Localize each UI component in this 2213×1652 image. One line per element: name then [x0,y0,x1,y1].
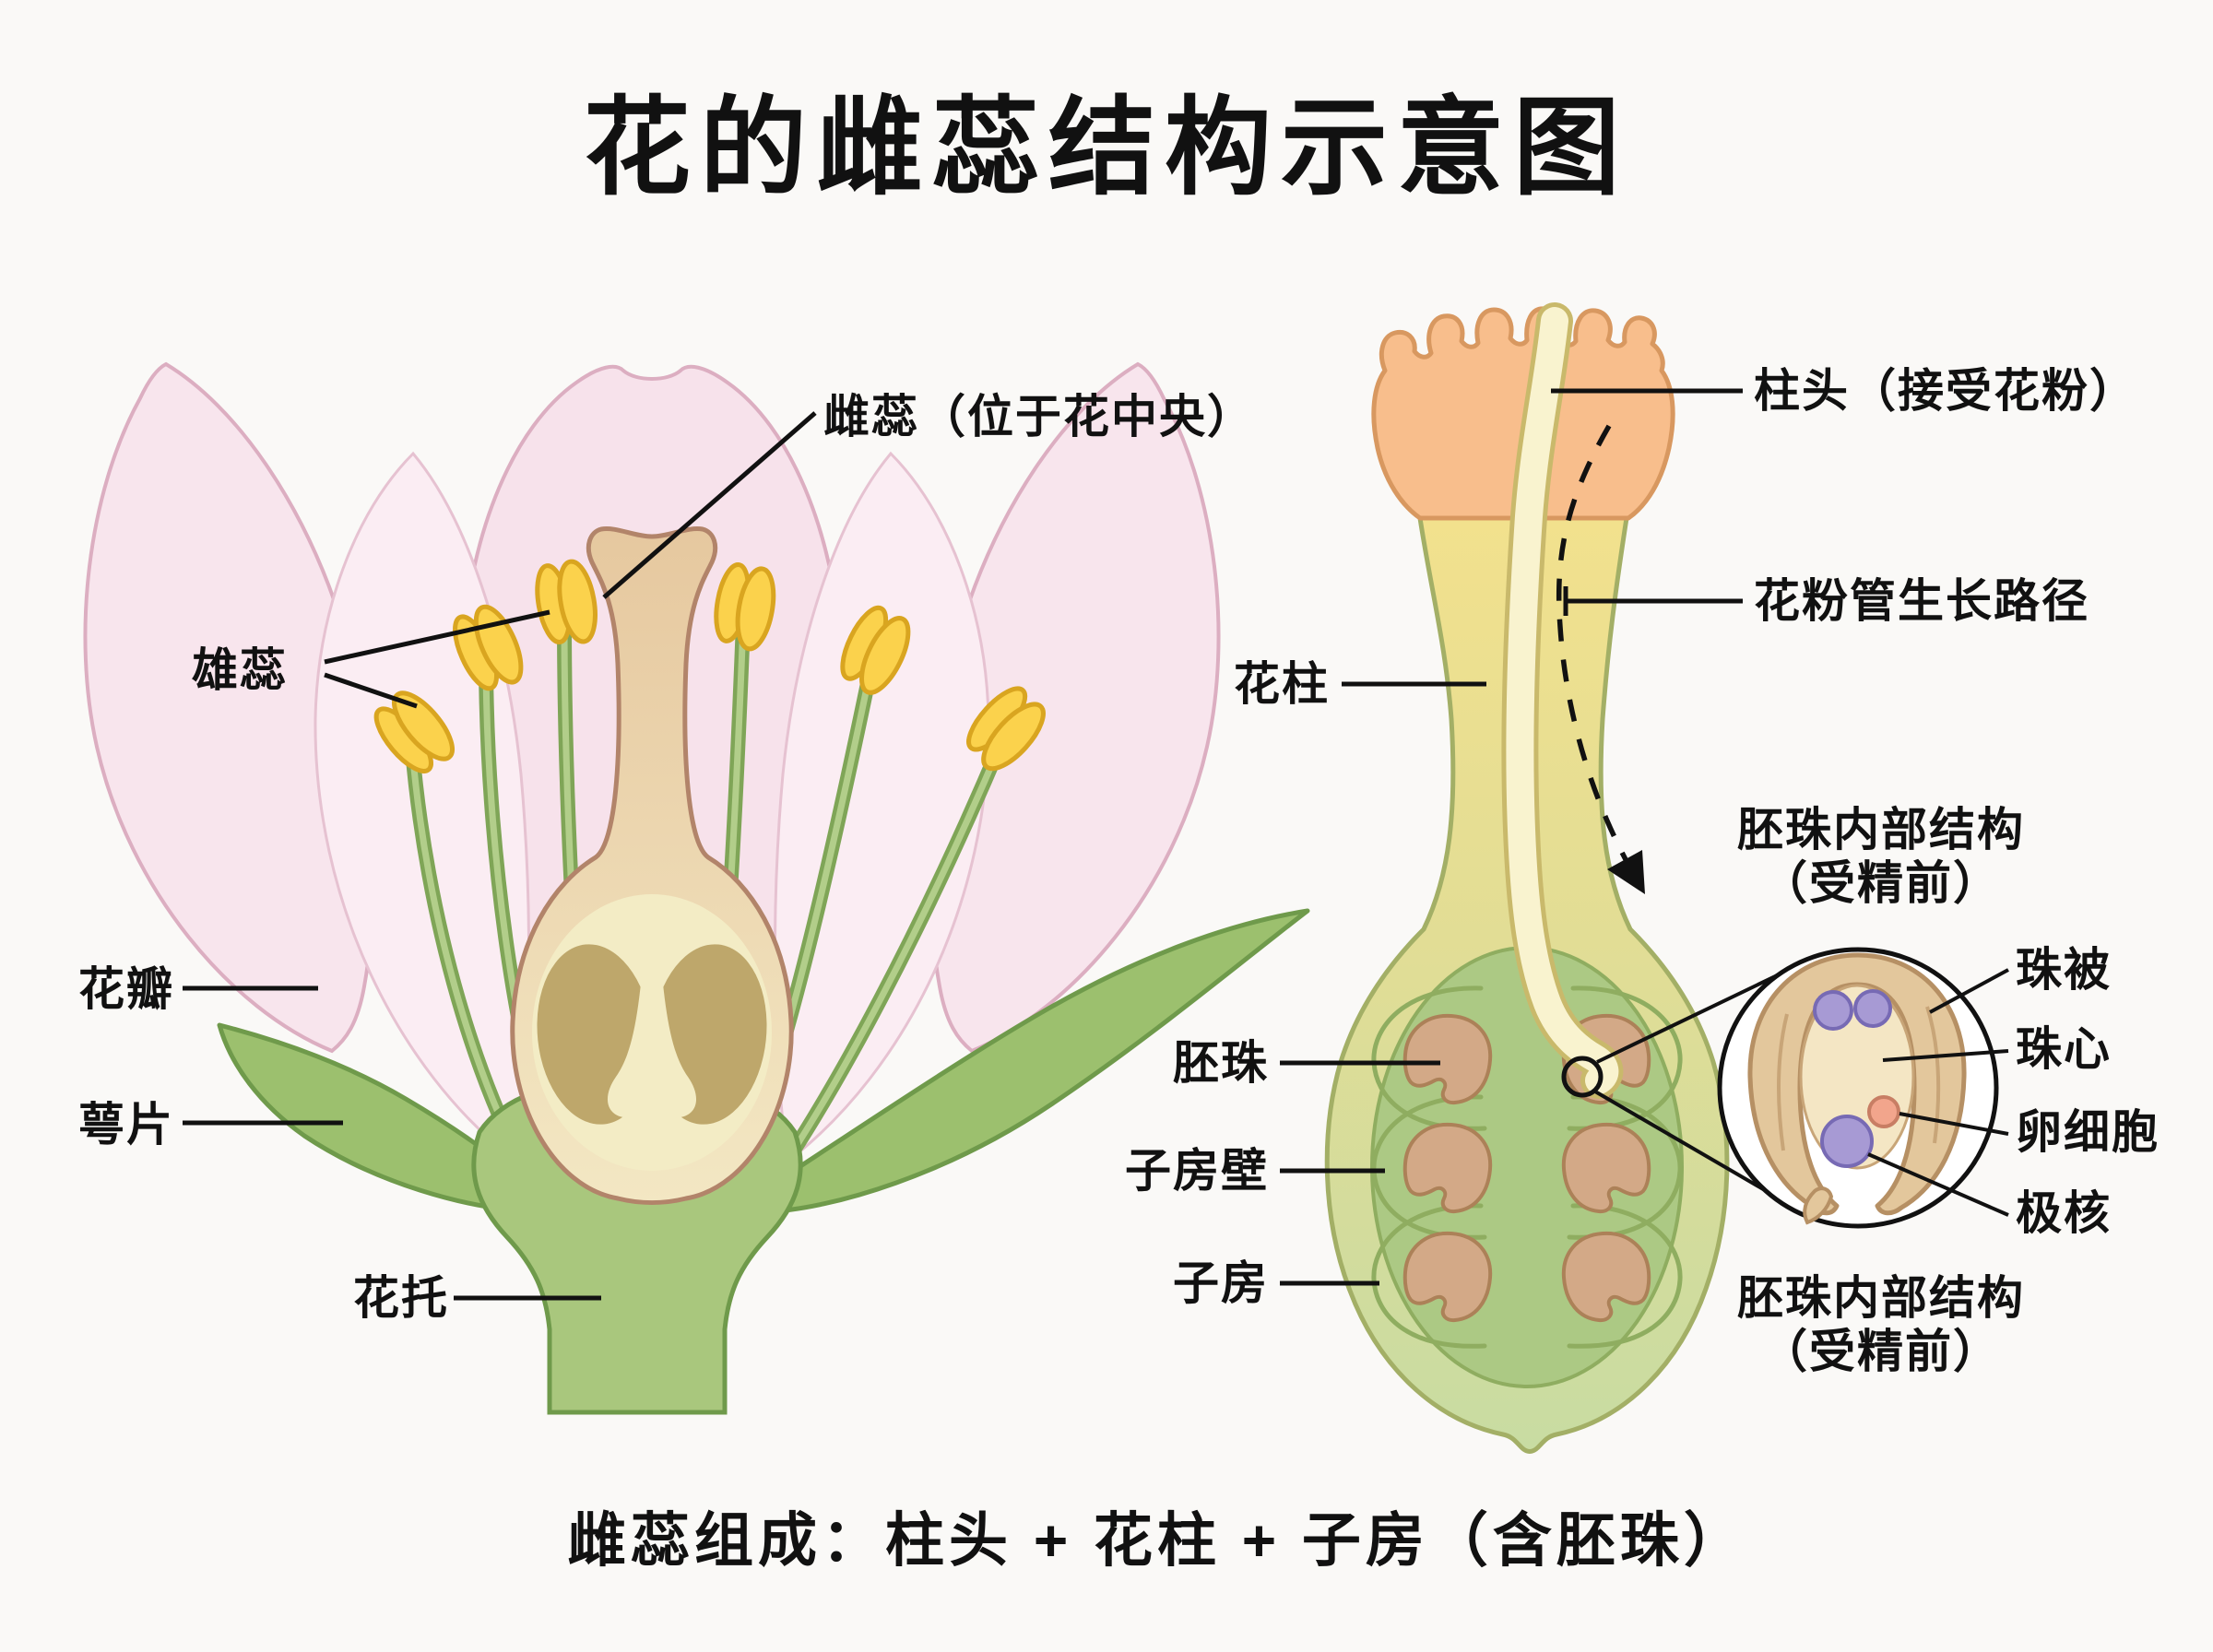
ovule-label: 胚珠 [1173,1037,1269,1089]
pistil-enlarged [1280,302,1743,1454]
pistil-label-lines [1280,388,1743,1286]
petal-inner-right [773,451,990,1164]
style-label: 花柱 [1234,658,1330,710]
ovary-label: 子房 [1173,1257,1269,1309]
inset-label-lines [1867,968,2009,1217]
antipodal-cell-right [1853,989,1892,1028]
inset-caption-line2: （受精前） [1761,1326,2001,1377]
antipodal-cell-left [1813,990,1853,1031]
petal-label: 花瓣 [78,963,174,1015]
flower-label-lines [183,411,817,1301]
egg-cell-label: 卵细胞 [2016,1106,2160,1158]
flower-cross-section [83,361,1310,1415]
polar-nuclei-label: 极核 [2016,1187,2112,1239]
inset-heading-line2: （受精前） [1761,857,2001,909]
inset-caption: 胚珠内部结构 （受精前） [1713,1271,2049,1378]
stamen-label: 雄蕊 [192,644,288,696]
pollen-tube-path-label: 花粉管生长路径 [1754,575,2089,627]
summary-text: 雌蕊组成：柱头 + 花柱 + 子房（含胚珠） [567,1507,1747,1574]
integument-layer-lines [1777,1006,1941,1151]
magnifier-origin-circle [1561,1056,1604,1098]
inset-heading-line1: 胚珠内部结构 [1737,804,2025,856]
funiculus [1803,1186,1834,1225]
pollen-path-arrowhead [1607,850,1645,894]
polar-nucleus [1820,1115,1874,1168]
page-title: 花的雌蕊结构示意图 [584,88,1629,207]
ovule-inset-diagram [1593,947,2009,1229]
nucellus-label: 珠心 [2016,1023,2112,1075]
inset-heading: 胚珠内部结构 （受精前） [1713,803,2049,910]
stigma-label: 柱头（接受花粉） [1754,365,2137,417]
ovary-wall-label: 子房壁 [1125,1145,1269,1197]
sepal-label: 萼片 [78,1099,174,1150]
pollen-path-dashed [1556,424,1631,867]
pollen-tube [1501,302,1624,1099]
integument-label: 珠被 [2016,944,2112,996]
egg-cell [1867,1095,1900,1128]
ovary-septum [607,926,697,1118]
receptacle-label: 花托 [353,1272,449,1324]
inset-caption-line1: 胚珠内部结构 [1737,1272,2025,1324]
sepal-right [753,908,1310,1215]
pistil-label: 雌蕊（位于花中央） [823,391,1255,442]
